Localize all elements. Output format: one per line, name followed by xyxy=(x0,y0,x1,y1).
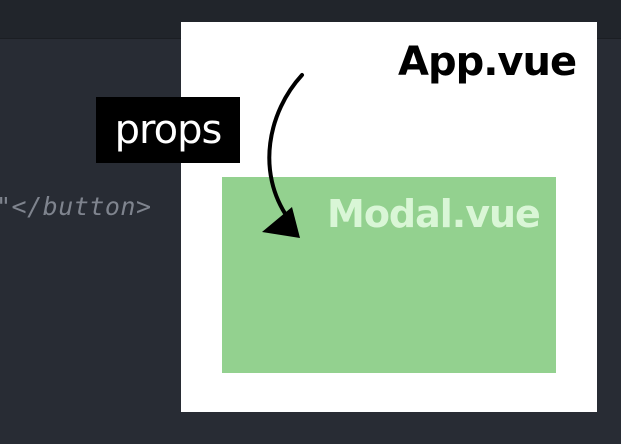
props-label: props xyxy=(96,97,240,163)
code-line-button-tag: "</button> xyxy=(0,192,152,221)
app-component-label: App.vue xyxy=(398,39,577,85)
modal-component-label: Modal.vue xyxy=(327,192,541,236)
